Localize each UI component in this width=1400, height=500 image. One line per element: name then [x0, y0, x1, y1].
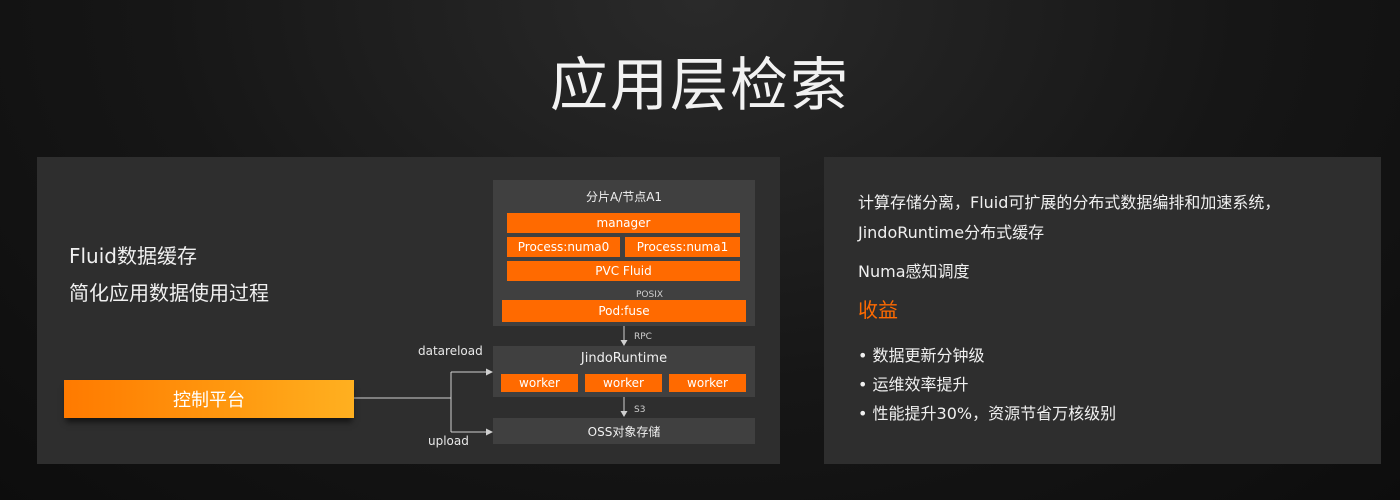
control-platform-box: 控制平台 — [64, 380, 354, 418]
process-numa0-box: Process:numa0 — [507, 237, 620, 257]
jindo-runtime-title: JindoRuntime — [580, 351, 668, 366]
benefit-item: • 性能提升30%，资源节省万核级别 — [858, 404, 1117, 423]
numa-scheduling-text: Numa感知调度 — [858, 262, 970, 281]
pod-fuse-box: Pod:fuse — [502, 300, 746, 322]
description-panel — [824, 157, 1381, 464]
description-line-1: 计算存储分离，Fluid可扩展的分布式数据编排和加速系统， — [858, 193, 1281, 212]
intro-line-2: 简化应用数据使用过程 — [69, 281, 269, 305]
worker-box-2: worker — [585, 374, 662, 392]
shard-node-title: 分片A/节点A1 — [585, 190, 663, 204]
worker-box-3: worker — [669, 374, 746, 392]
oss-storage-box: OSS对象存储 — [493, 418, 755, 444]
intro-line-1: Fluid数据缓存 — [69, 244, 197, 268]
upload-label: upload — [428, 434, 469, 448]
s3-label: S3 — [634, 405, 646, 415]
benefit-heading: 收益 — [858, 298, 898, 322]
bullet-dot-icon: • — [858, 375, 868, 394]
rpc-label: RPC — [634, 332, 652, 342]
bullet-dot-icon: • — [858, 346, 868, 365]
pvc-fluid-box: PVC Fluid — [507, 261, 740, 281]
process-numa1-box: Process:numa1 — [625, 237, 740, 257]
benefit-item: • 运维效率提升 — [858, 375, 969, 394]
bullet-dot-icon: • — [858, 404, 868, 423]
description-line-2: JindoRuntime分布式缓存 — [858, 223, 1045, 242]
worker-box-1: worker — [501, 374, 578, 392]
benefit-item: • 数据更新分钟级 — [858, 346, 985, 365]
posix-label: POSIX — [636, 290, 664, 300]
page-title: 应用层检索 — [549, 51, 850, 119]
datareload-label: datareload — [418, 344, 483, 358]
manager-box: manager — [507, 213, 740, 233]
